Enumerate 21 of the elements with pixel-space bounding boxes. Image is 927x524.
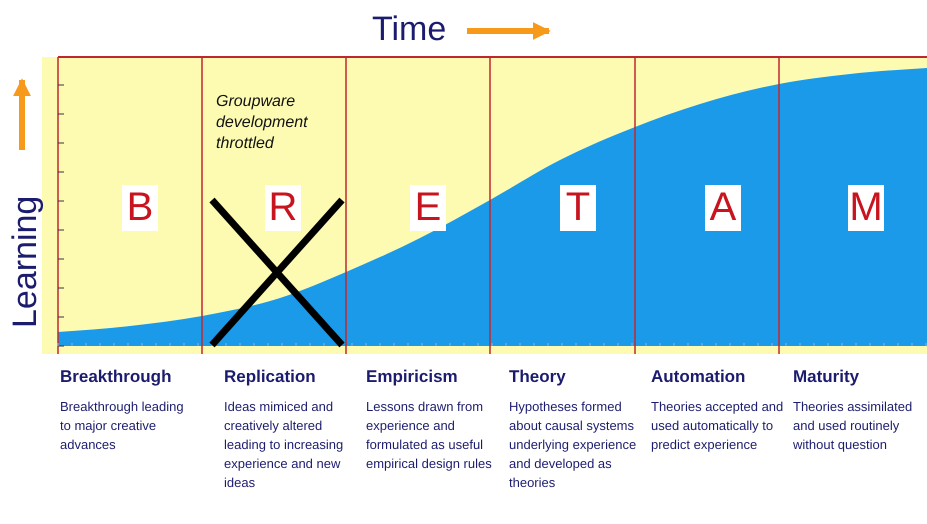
stage-heading: Breakthrough	[60, 367, 172, 387]
axis-title: Learning	[6, 198, 44, 328]
letter-box: A	[705, 185, 741, 231]
stage-description: Lessons drawn from experience and formulated as useful empirical design rules	[366, 398, 493, 473]
stage-heading: Maturity	[793, 367, 860, 387]
stage-heading: Replication	[224, 367, 316, 387]
letter-box: M	[848, 185, 884, 231]
letter-box: E	[410, 185, 446, 231]
annotation-note: Groupware development throttled	[216, 92, 310, 154]
stage-description: Hypotheses formed about causal systems underlying experience and developed as theories	[509, 398, 638, 492]
letter-box: B	[122, 185, 158, 231]
stage-description: Ideas mimiced and creatively altered leading to increasing experience and new ideas	[224, 398, 344, 492]
letter-box: R	[265, 185, 301, 231]
stage-description: Breakthrough leading to major creative advances	[60, 398, 185, 454]
stage-heading: Theory	[509, 367, 566, 387]
stage-description: Theories accepted and used automatically to predict experience	[651, 398, 784, 454]
stage-heading: Automation	[651, 367, 746, 387]
letter-box: T	[560, 185, 596, 231]
axis-title: Time	[372, 10, 446, 49]
stage-heading: Empiricism	[366, 367, 458, 387]
stage-description: Theories assimilated and used routinely without question	[793, 398, 914, 454]
